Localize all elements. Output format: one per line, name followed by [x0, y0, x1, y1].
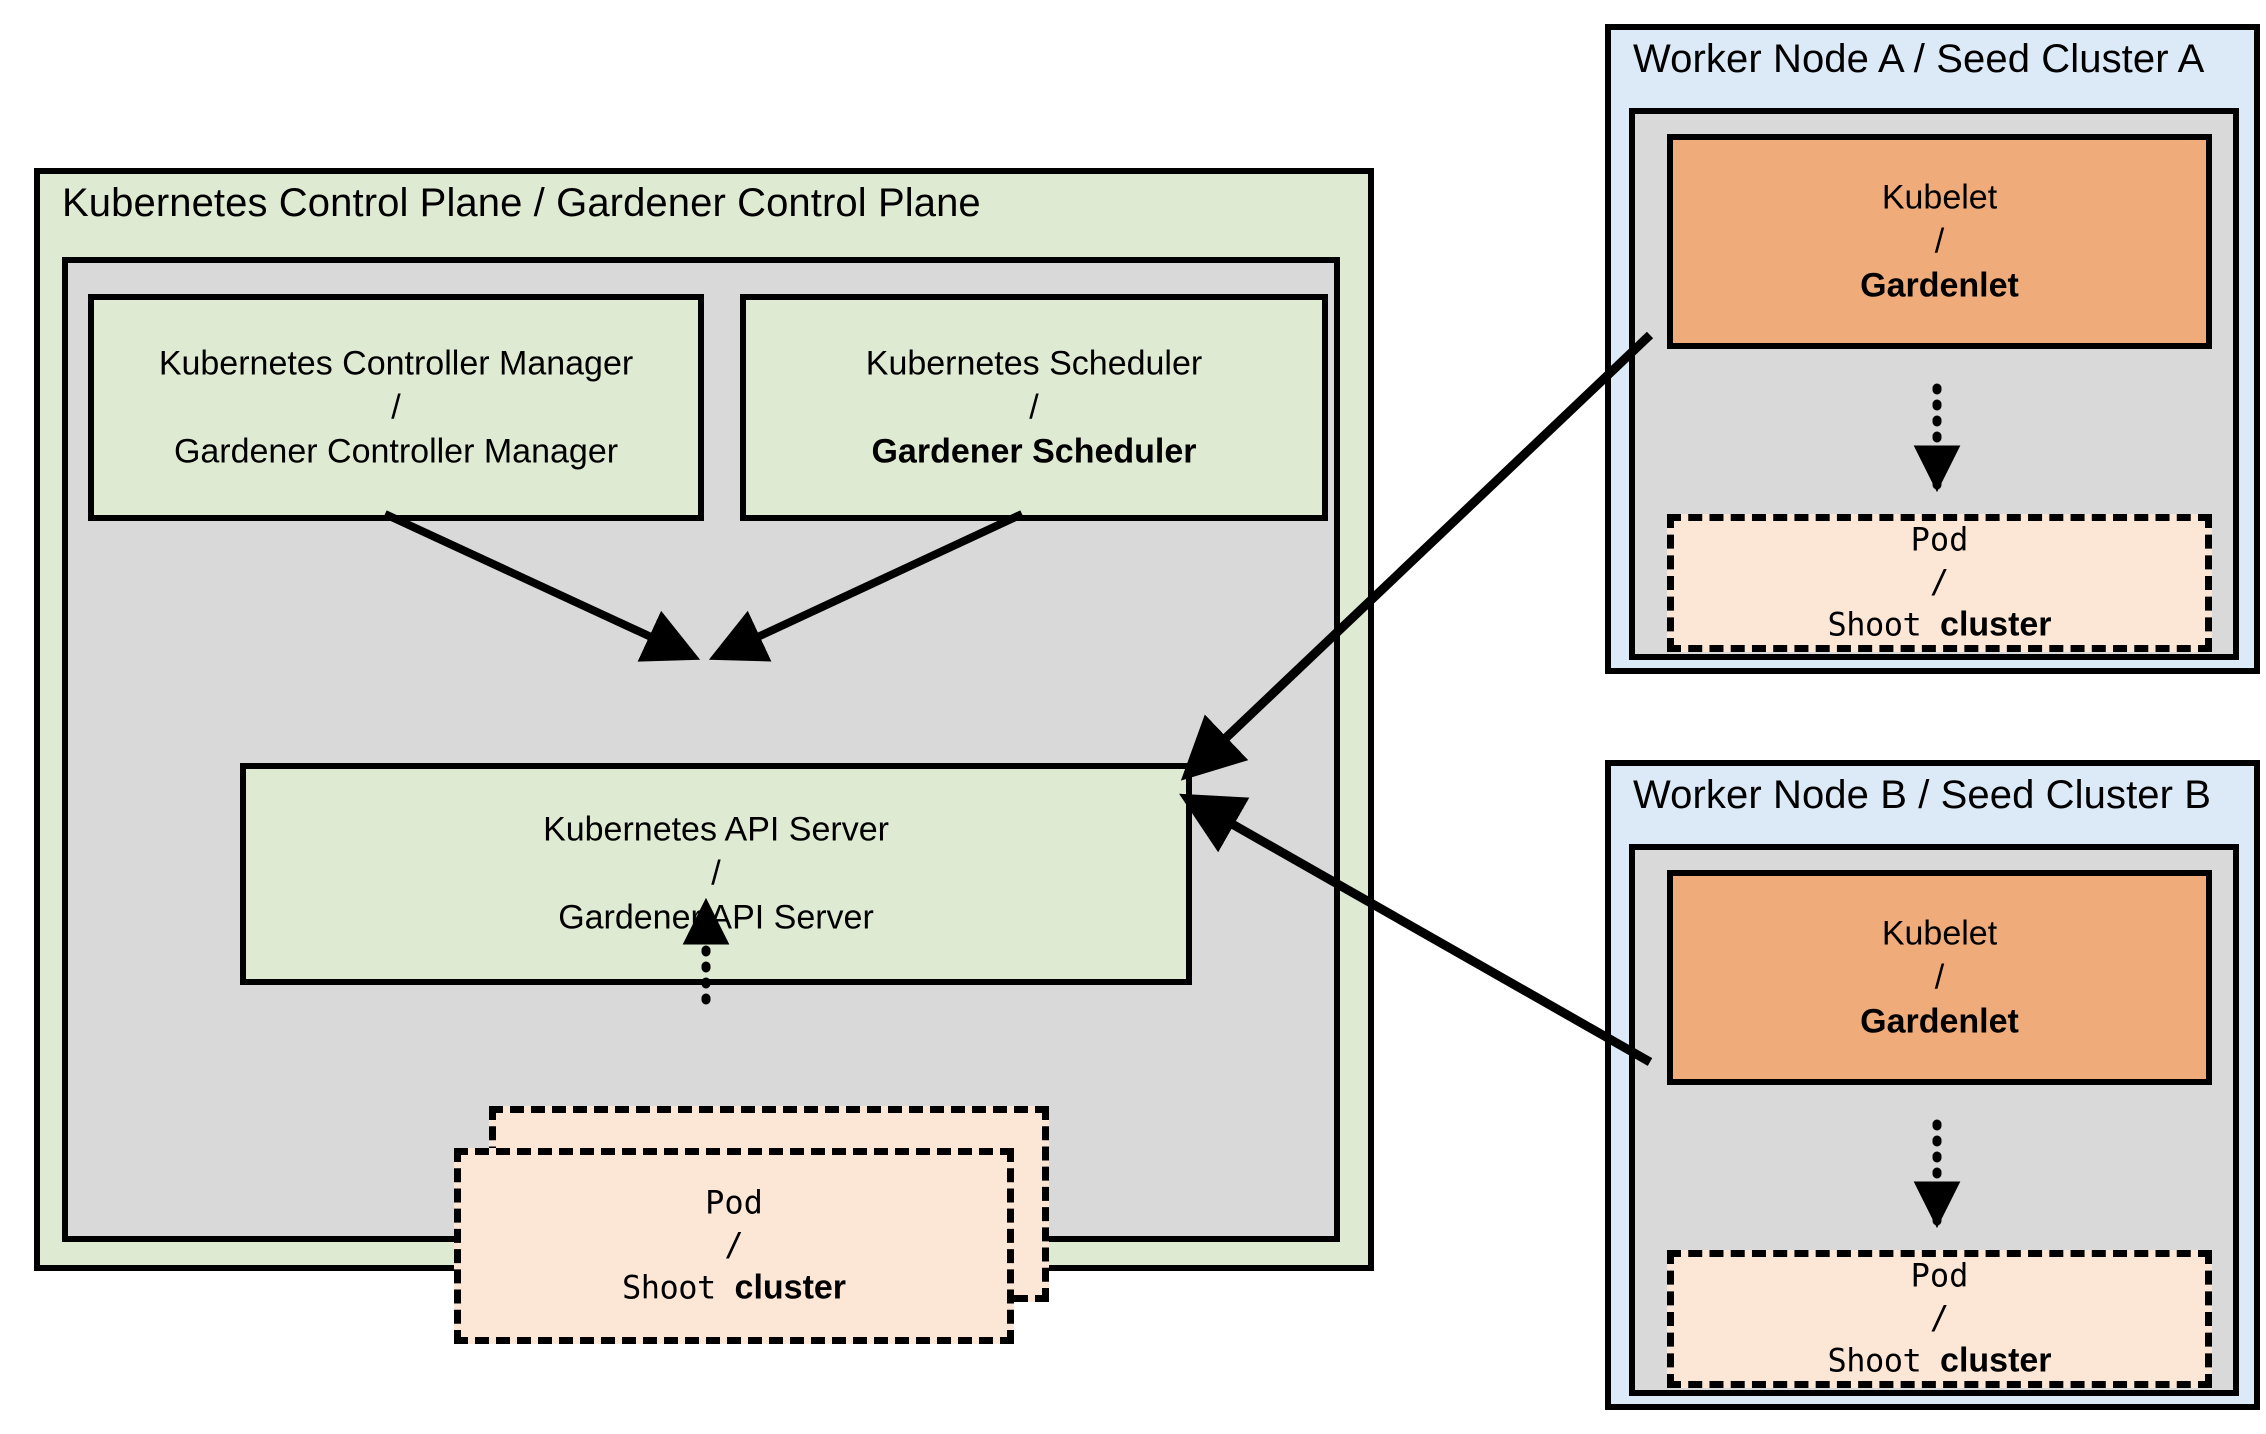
worker-node-a-panel: Worker Node A / Seed Cluster A Kubelet /…: [1605, 24, 2260, 674]
worker-node-a-pod-separator: /: [1929, 561, 1950, 600]
worker-node-b-pod-line2: Shoot cluster: [1682, 1339, 2197, 1383]
control-plane-pod-separator: /: [724, 1224, 744, 1263]
control-plane-inner-region: Kubernetes Controller Manager / Gardener…: [62, 257, 1340, 1344]
worker-node-a-pod-line2: Shoot cluster: [1682, 603, 2197, 647]
worker-node-a-pod-line1: Pod: [1910, 520, 1969, 559]
kubernetes-api-server-box[interactable]: Kubernetes API Server / Gardener API Ser…: [240, 763, 1192, 985]
worker-node-a-inner-region: Kubelet / Gardenlet Pod / Shoot cluster: [1629, 108, 2239, 660]
worker-node-a-pod-line2-mono: Shoot: [1827, 605, 1941, 644]
worker-node-b-title: Worker Node B / Seed Cluster B: [1633, 773, 2212, 817]
worker-node-b-kubelet-box[interactable]: Kubelet / Gardenlet: [1667, 870, 2212, 1085]
kubernetes-scheduler-box[interactable]: Kubernetes Scheduler / Gardener Schedule…: [740, 294, 1328, 521]
control-plane-pod-line1: Pod: [705, 1183, 763, 1222]
worker-node-a-pod-line2-bold: cluster: [1940, 605, 2052, 644]
worker-node-b-inner-region: Kubelet / Gardenlet Pod / Shoot cluster: [1629, 844, 2239, 1396]
controller-manager-line1: Kubernetes Controller Manager: [158, 344, 634, 383]
controller-manager-separator: /: [391, 388, 401, 427]
scheduler-separator: /: [1029, 388, 1039, 427]
control-plane-panel: Kubernetes Control Plane / Gardener Cont…: [34, 168, 1374, 1344]
scheduler-line1: Kubernetes Scheduler: [865, 344, 1203, 383]
worker-node-a-kubelet-box[interactable]: Kubelet / Gardenlet: [1667, 134, 2212, 349]
worker-node-b-pod-box[interactable]: Pod / Shoot cluster: [1667, 1250, 2212, 1388]
api-server-line1: Kubernetes API Server: [543, 810, 889, 849]
control-plane-pod-line2-bold: cluster: [734, 1268, 847, 1307]
worker-node-a-pod-box[interactable]: Pod / Shoot cluster: [1667, 514, 2212, 652]
worker-node-a-kubelet-separator: /: [1934, 222, 1945, 261]
control-plane-title: Kubernetes Control Plane / Gardener Cont…: [62, 181, 981, 225]
kubernetes-controller-manager-box[interactable]: Kubernetes Controller Manager / Gardener…: [88, 294, 704, 521]
control-plane-pod-box[interactable]: Pod / Shoot cluster: [454, 1148, 1014, 1344]
api-server-separator: /: [711, 854, 721, 893]
control-plane-pod-line2: Shoot cluster: [469, 1266, 999, 1310]
worker-node-a-kubelet-line2: Gardenlet: [1860, 266, 2019, 305]
api-server-line2: Gardener API Server: [558, 899, 874, 938]
worker-node-b-kubelet-line1: Kubelet: [1881, 914, 1998, 953]
worker-node-b-pod-line1: Pod: [1910, 1256, 1969, 1295]
control-plane-pod-line2-mono: Shoot: [621, 1268, 735, 1307]
worker-node-b-pod-separator: /: [1929, 1297, 1950, 1336]
worker-node-b-pod-line2-mono: Shoot: [1827, 1341, 1941, 1380]
worker-node-a-title: Worker Node A / Seed Cluster A: [1633, 37, 2205, 81]
scheduler-line2: Gardener Scheduler: [871, 432, 1197, 471]
worker-node-b-kubelet-separator: /: [1934, 958, 1945, 997]
controller-manager-line2: Gardener Controller Manager: [173, 432, 619, 471]
worker-node-b-pod-line2-bold: cluster: [1940, 1341, 2052, 1380]
worker-node-a-kubelet-line1: Kubelet: [1881, 178, 1998, 217]
worker-node-b-kubelet-line2: Gardenlet: [1860, 1002, 2019, 1041]
worker-node-b-panel: Worker Node B / Seed Cluster B Kubelet /…: [1605, 760, 2260, 1410]
